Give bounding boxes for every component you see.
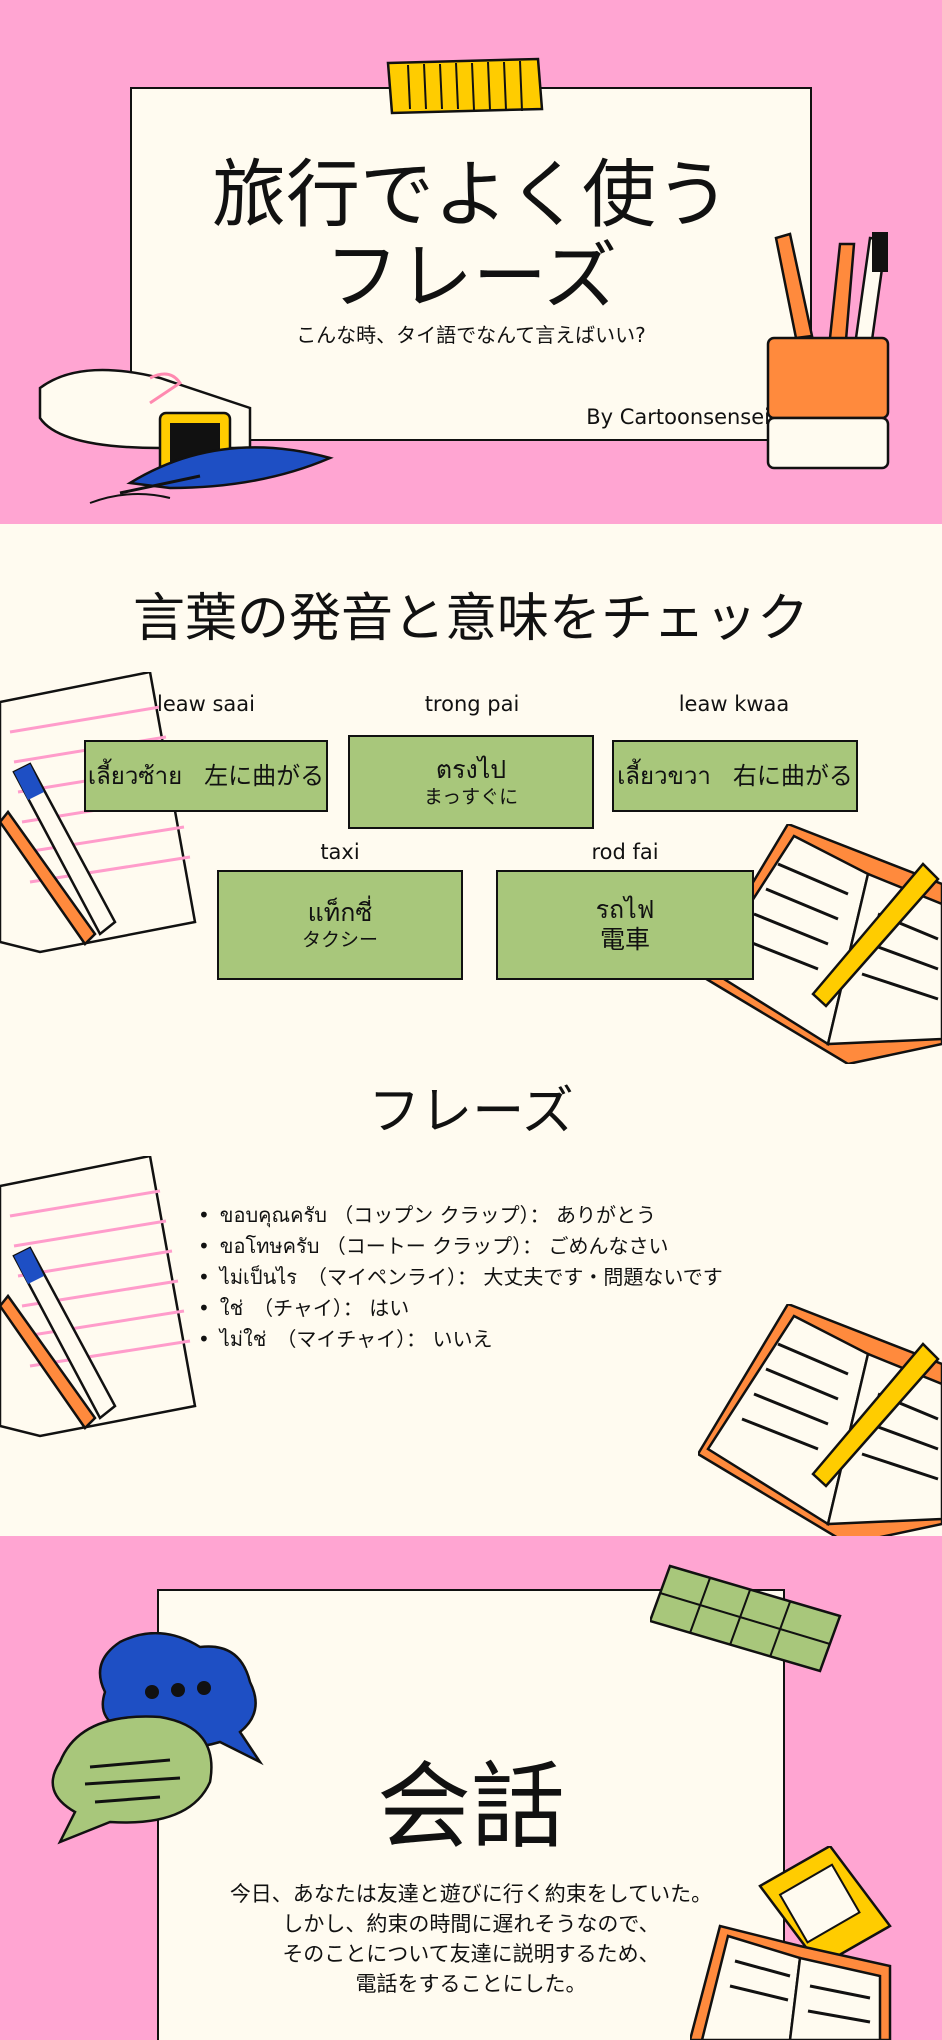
word-card: ตรงไป まっすぐに	[348, 735, 594, 829]
word-thai: ตรงไป	[435, 755, 507, 784]
word-romaji: leaw kwaa	[678, 692, 790, 716]
word-romaji: rod fai	[591, 840, 659, 864]
word-thai: เลี้ยวซ้าย	[87, 762, 183, 790]
author-byline: By Cartoonsensei	[586, 405, 770, 429]
page-title-line2: フレーズ	[324, 234, 618, 320]
word-meaning: まっすぐに	[423, 786, 519, 808]
word-meaning: 右に曲がる	[732, 762, 853, 790]
sticky-tape-icon	[650, 1564, 842, 1673]
phrases-heading: フレーズ	[368, 1082, 574, 1142]
word-meaning: タクシー	[301, 929, 378, 951]
story-line: 電話をすることにした。	[355, 1972, 587, 1996]
chat-bubble-icon	[51, 1632, 264, 1845]
story-line: しかし、約束の時間に遅れそうなので、	[282, 1912, 660, 1936]
pen-cup-icon	[766, 232, 890, 470]
word-card: รถไฟ 電車	[496, 870, 754, 980]
word-card: เลี้ยวขวา 右に曲がる	[612, 740, 858, 812]
conversation-section: 会話 今日、あなたは友達と遊びに行く約束をしていた。 しかし、約束の時間に遅れそ…	[0, 1536, 942, 2040]
phrase-list: ขอบคุณครับ （コップン クラップ）： ありがとう ขอโทษครับ …	[198, 1200, 723, 1355]
hero-card: 旅行でよく使う フレーズ こんな時、タイ語でなんて言えばいい? By Carto…	[130, 87, 812, 441]
page-title: 旅行でよく使う	[212, 152, 730, 238]
vocab-heading: 言葉の発音と意味をチェック	[132, 589, 809, 649]
conversation-card: 会話 今日、あなたは友達と遊びに行く約束をしていた。 しかし、約束の時間に遅れそ…	[157, 1589, 785, 2040]
page-subtitle: こんな時、タイ語でなんて言えばいい?	[296, 323, 646, 347]
word-card: แท็กซี่ タクシー	[217, 870, 463, 980]
word-romaji: leaw saai	[157, 692, 255, 716]
word-meaning: 電車	[599, 925, 650, 954]
word-romaji: trong pai	[424, 692, 520, 716]
vocab-section: 言葉の発音と意味をチェック leaw saai trong pai leaw k…	[0, 524, 942, 1544]
story-line: 今日、あなたは友達と遊びに行く約束をしていた。	[229, 1882, 713, 1906]
word-thai: แท็กซี่	[307, 898, 373, 927]
list-item: ขอโทษครับ （コートー クラップ）： ごめんなさい	[198, 1231, 723, 1262]
word-thai: รถไฟ	[595, 895, 655, 924]
book-stack-icon	[690, 1846, 892, 2040]
list-item: ไม่เป็นไร （マイペンライ）： 大丈夫です・問題ないです	[198, 1262, 723, 1293]
word-thai: เลี้ยวขวา	[617, 762, 711, 790]
list-item: ขอบคุณครับ （コップン クラップ）： ありがとう	[198, 1200, 723, 1231]
conversation-heading: 会話	[376, 1753, 565, 1862]
list-item: ไม่ใช่ （マイチャイ）： いいえ	[198, 1324, 723, 1355]
quill-and-ink-icon	[38, 368, 334, 504]
word-card: เลี้ยวซ้าย 左に曲がる	[84, 740, 328, 812]
notepad-icon	[0, 672, 197, 954]
hero-section: 旅行でよく使う フレーズ こんな時、タイ語でなんて言えばいい? By Carto…	[0, 0, 942, 524]
tape-icon	[386, 57, 544, 115]
open-book-icon	[698, 1304, 942, 1544]
story-line: そのことについて友達に説明するため、	[282, 1942, 660, 1966]
conversation-text: 今日、あなたは友達と遊びに行く約束をしていた。 しかし、約束の時間に遅れそうなの…	[159, 1879, 783, 1999]
open-book-icon	[698, 824, 942, 1064]
notepad-icon	[0, 1156, 197, 1438]
word-romaji: taxi	[320, 840, 360, 864]
word-meaning: 左に曲がる	[204, 762, 325, 790]
list-item: ใช่ （チャイ）： はい	[198, 1293, 723, 1324]
